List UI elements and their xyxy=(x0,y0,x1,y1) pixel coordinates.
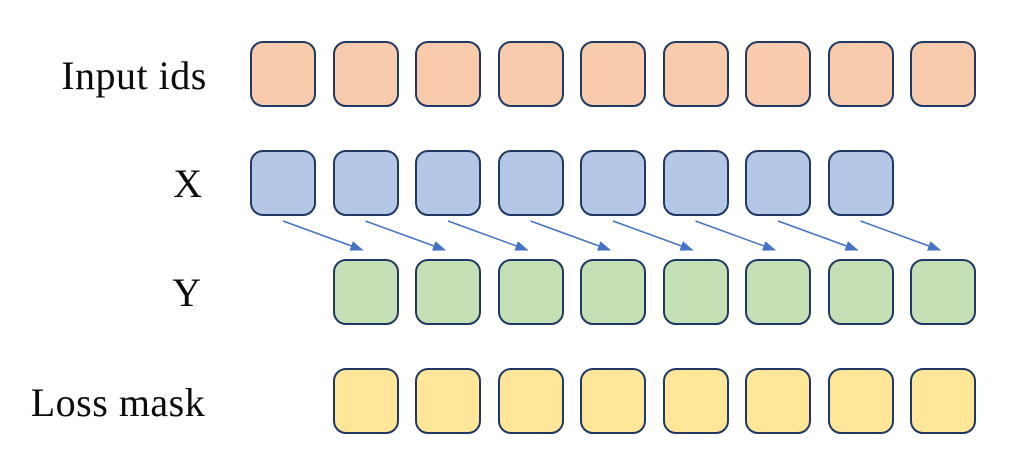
x-box xyxy=(745,150,811,216)
y-box xyxy=(662,259,729,325)
x-to-y-arrow xyxy=(777,220,859,251)
row-label-x: X xyxy=(173,161,203,206)
y-box xyxy=(910,259,976,325)
input-ids-box xyxy=(662,41,729,107)
y-box xyxy=(497,259,564,325)
x-to-y-arrow xyxy=(447,220,529,251)
loss-mask-box xyxy=(415,368,481,434)
y-box xyxy=(827,259,894,325)
x-box xyxy=(250,150,316,216)
x-box xyxy=(497,150,564,216)
x-box xyxy=(580,150,646,216)
y-box xyxy=(580,259,646,325)
x-box xyxy=(415,150,481,216)
input-ids-box xyxy=(332,41,399,107)
input-ids-box xyxy=(827,41,894,107)
x-box xyxy=(662,150,729,216)
input-ids-box xyxy=(580,41,646,107)
y-box xyxy=(745,259,811,325)
input-ids-box xyxy=(250,41,316,107)
input-ids-box xyxy=(415,41,481,107)
x-to-y-arrow xyxy=(282,220,364,251)
loss-mask-box xyxy=(745,368,811,434)
loss-mask-box xyxy=(827,368,894,434)
x-to-y-arrow xyxy=(530,220,611,251)
loss-mask-box xyxy=(332,368,399,434)
loss-mask-box xyxy=(580,368,646,434)
x-to-y-arrow xyxy=(695,220,776,251)
input-ids-box xyxy=(497,41,564,107)
x-to-y-arrow xyxy=(365,220,446,251)
x-box xyxy=(827,150,894,216)
loss-mask-box xyxy=(910,368,976,434)
input-ids-box xyxy=(745,41,811,107)
input-ids-box xyxy=(910,41,976,107)
row-label-loss-mask: Loss mask xyxy=(30,380,206,425)
row-label-input-ids: Input ids xyxy=(61,53,207,98)
x-to-y-arrow xyxy=(612,220,694,251)
row-label-y: Y xyxy=(172,270,202,315)
x-box xyxy=(332,150,399,216)
loss-mask-box xyxy=(662,368,729,434)
x-to-y-arrow xyxy=(860,220,941,251)
loss-mask-box xyxy=(497,368,564,434)
y-box xyxy=(415,259,481,325)
y-box xyxy=(332,259,399,325)
